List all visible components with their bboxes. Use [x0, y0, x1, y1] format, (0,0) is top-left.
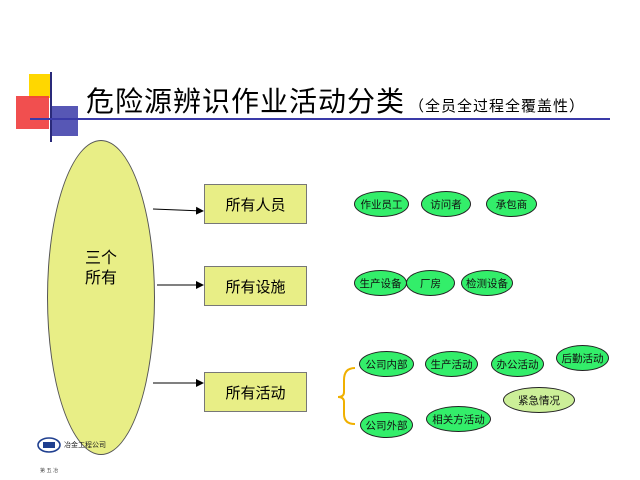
item-production-equipment: 生产设备 — [354, 270, 407, 296]
item-staff: 作业员工 — [354, 191, 409, 217]
item-logistics-activity: 后勤活动 — [556, 345, 609, 371]
red-square — [16, 96, 49, 129]
vertical-line — [50, 72, 52, 142]
logo-icon — [37, 437, 61, 453]
item-contractor: 承包商 — [486, 191, 537, 217]
item-production-activity: 生产活动 — [425, 351, 478, 377]
item-related-party-activity: 相关方活动 — [426, 406, 491, 432]
item-external: 公司外部 — [360, 412, 413, 438]
page-title: 危险源辨识作业活动分类（全员全过程全覆盖性） — [86, 80, 585, 120]
item-internal: 公司内部 — [359, 351, 414, 377]
yellow-square — [29, 74, 51, 98]
page-subtitle: （全员全过程全覆盖性） — [409, 97, 586, 115]
company-logo: 冶金工程公司 — [37, 437, 106, 453]
activity-brace — [337, 367, 356, 425]
title-underline — [30, 118, 610, 120]
title-text: 危险源辨识作业活动分类 — [86, 85, 406, 118]
item-emergency: 紧急情况 — [503, 387, 575, 413]
category-facilities: 所有设施 — [204, 266, 307, 306]
blue-square — [50, 106, 78, 136]
logo-company-name: 冶金工程公司 — [64, 441, 106, 449]
category-personnel: 所有人员 — [204, 184, 307, 224]
item-visitor: 访问者 — [421, 191, 471, 217]
center-label: 三个所有 — [84, 248, 117, 287]
category-activities: 所有活动 — [204, 372, 307, 412]
center-oval — [47, 140, 155, 455]
logo-small-text: 第 五 冶 — [40, 468, 59, 474]
item-testing-equipment: 检测设备 — [461, 270, 513, 296]
arrow-personnel — [152, 206, 204, 215]
item-workshop: 厂房 — [406, 270, 455, 296]
item-office-activity: 办公活动 — [491, 351, 544, 377]
